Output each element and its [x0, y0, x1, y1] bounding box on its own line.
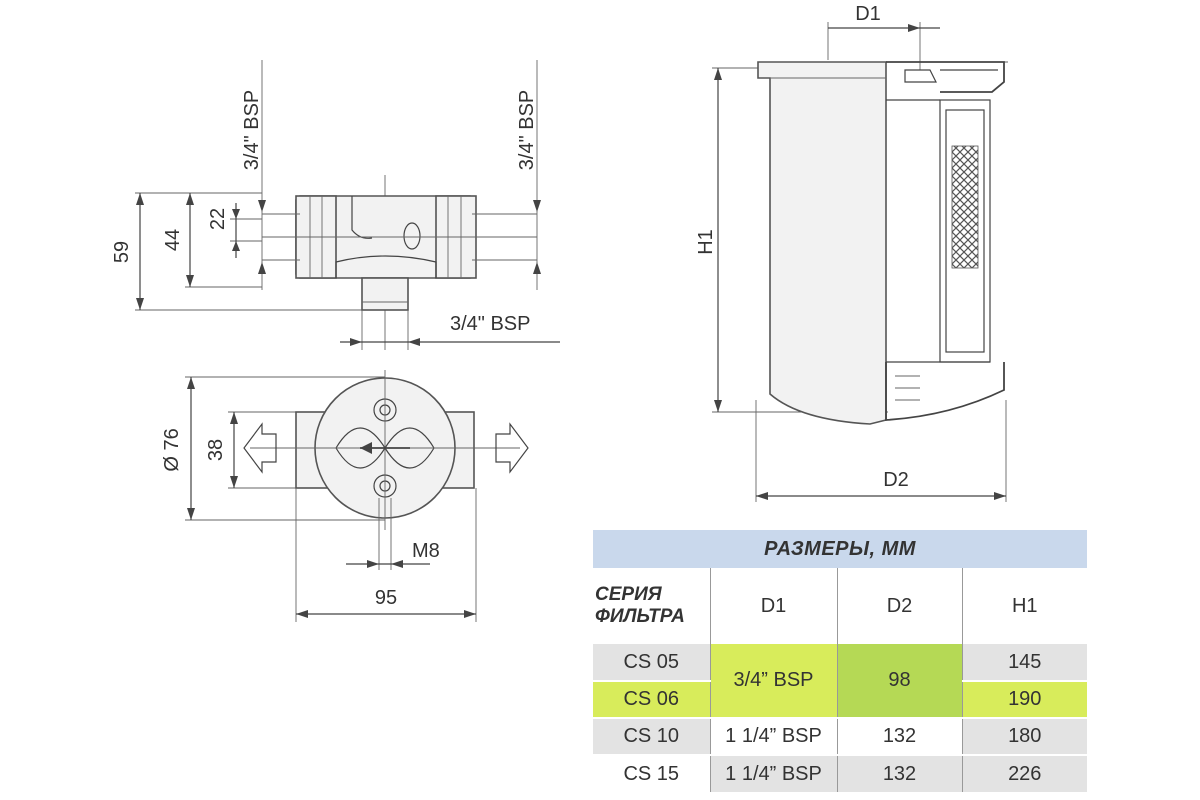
d2-cell: 132: [836, 754, 962, 792]
table-title: РАЗМЕРЫ, ММ: [593, 530, 1088, 568]
port-left-label: 3/4" BSP: [241, 90, 263, 170]
head-side-view: 59 44 22 3/4" BSP 3/4" BSP 3/4" BSP: [111, 60, 560, 350]
table-title-row: РАЗМЕРЫ, ММ: [593, 530, 1088, 568]
d1-cell: 1 1/4” BSP: [709, 717, 837, 755]
dim-dia76-label: Ø 76: [161, 428, 183, 471]
series-cell: CS 15: [593, 754, 710, 792]
dim-95-label: 95: [375, 587, 397, 609]
table-header-row: СЕРИЯ ФИЛЬТРА D1 D2 H1: [593, 568, 1088, 644]
series-cell: CS 10: [593, 717, 710, 755]
h1-cell: 190: [961, 680, 1088, 718]
dim-d2-label: D2: [883, 469, 909, 491]
d1-merged-cell: 3/4” BSP: [709, 644, 837, 718]
series-cell: CS 05: [593, 644, 710, 681]
table-row: CS 05 3/4” BSP 98 145: [593, 644, 1088, 718]
h1-cell: 226: [961, 754, 1088, 792]
series-header-line1: СЕРИЯ: [595, 584, 662, 605]
table-row: CS 10 1 1/4” BSP 132 180: [593, 717, 1088, 755]
dim-h1-label: H1: [695, 229, 717, 255]
dim-d1-label: D1: [855, 3, 881, 25]
d2-merged-cell: 98: [836, 644, 962, 718]
h1-cell: 145: [961, 644, 1088, 681]
d2-cell: 132: [836, 717, 962, 755]
dimensions-table: РАЗМЕРЫ, ММ СЕРИЯ ФИЛЬТРА D1 D2 H1 CS 05…: [593, 530, 1088, 792]
d1-cell: 1 1/4” BSP: [709, 754, 837, 792]
table-row: CS 15 1 1/4” BSP 132 226: [593, 754, 1088, 792]
h1-cell: 180: [961, 717, 1088, 755]
d2-column-header: D2: [836, 568, 962, 644]
table-row: CS 06 190: [593, 680, 1088, 718]
element-section-view: D1 H1 D2: [695, 3, 1008, 502]
series-cell: CS 06: [593, 680, 710, 718]
series-column-header: СЕРИЯ ФИЛЬТРА: [593, 568, 710, 644]
h1-column-header: H1: [961, 568, 1088, 644]
dim-22-label: 22: [207, 208, 229, 230]
d1-column-header: D1: [709, 568, 837, 644]
bottom-port-label: 3/4" BSP: [450, 313, 530, 335]
port-right-label: 3/4" BSP: [516, 90, 538, 170]
head-top-view: Ø 76 38 M8 95: [161, 370, 529, 622]
dim-38-label: 38: [205, 439, 227, 461]
dim-44-label: 44: [162, 229, 184, 251]
dim-59-label: 59: [111, 241, 133, 263]
dim-m8-label: M8: [412, 540, 440, 562]
series-header-line2: ФИЛЬТРА: [595, 606, 685, 627]
